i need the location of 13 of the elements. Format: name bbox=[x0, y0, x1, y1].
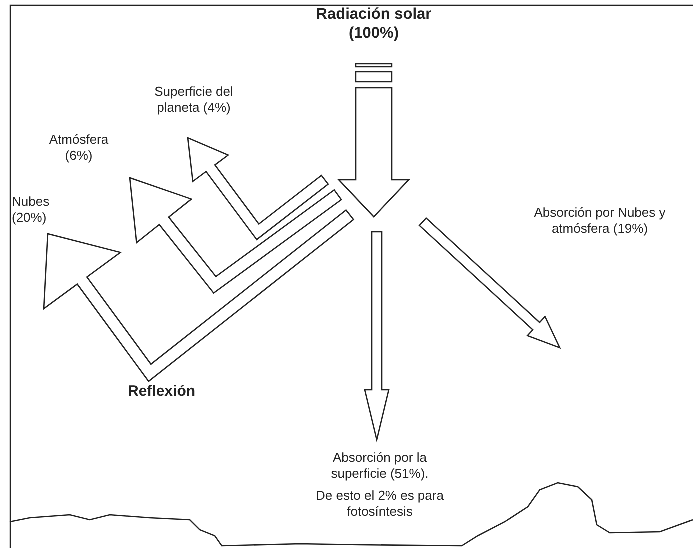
arrow bbox=[187, 136, 330, 241]
arrow bbox=[43, 209, 355, 382]
label-text: Reflexión bbox=[128, 383, 196, 400]
arrow bbox=[338, 87, 410, 218]
label-text: Nubes (20%) bbox=[12, 194, 51, 226]
title-text: Radiación solar (100%) bbox=[315, 6, 433, 44]
label-text: Superficie del planeta (4%) bbox=[154, 84, 234, 116]
label-text: Absorción por Nubes y atmósfera (19%) bbox=[533, 205, 667, 236]
arrow bbox=[364, 231, 390, 443]
label-text: Atmósfera (6%) bbox=[48, 132, 110, 164]
label-text: Absorción por la superficie (51%). bbox=[330, 450, 430, 482]
label-text: De esto el 2% es para fotosíntesis bbox=[315, 488, 445, 520]
arrow bbox=[129, 177, 342, 294]
